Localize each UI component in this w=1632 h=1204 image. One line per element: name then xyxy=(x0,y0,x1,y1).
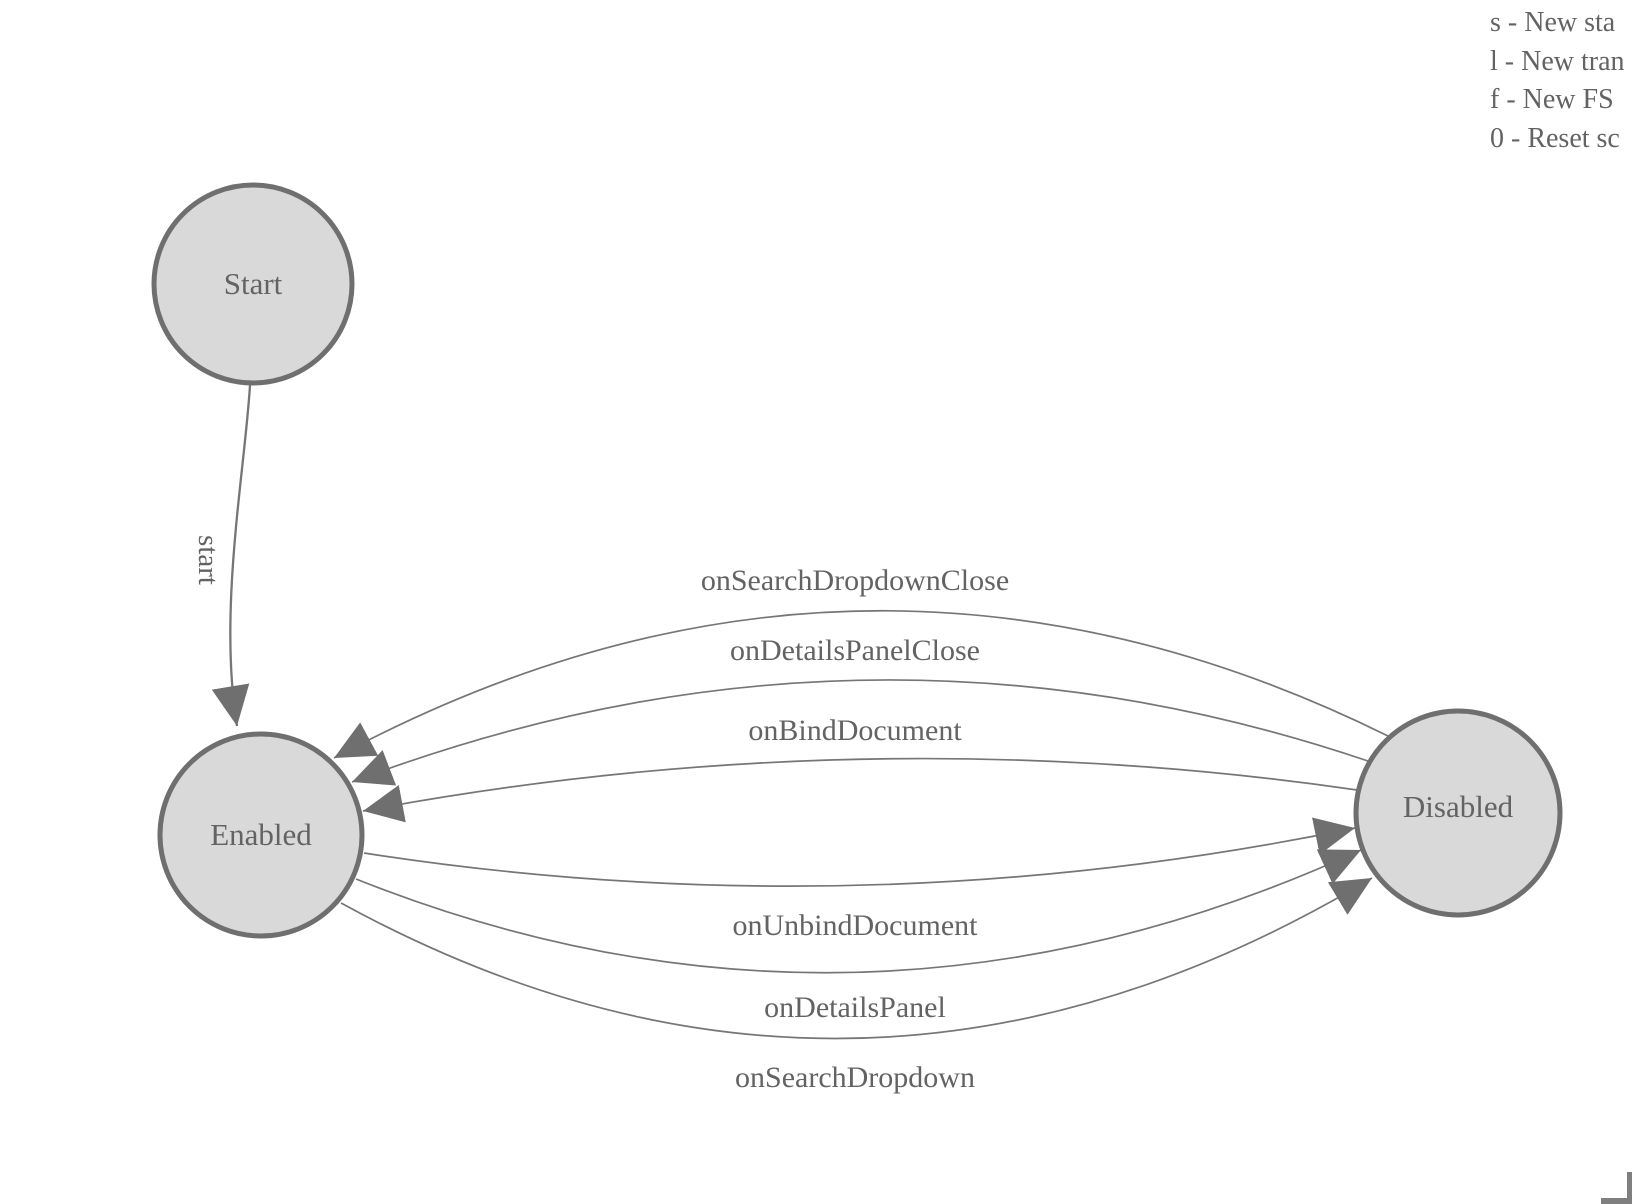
edge-on-unbind-document-path[interactable] xyxy=(363,817,1356,887)
edge-on-search-dropdown-close-path[interactable] xyxy=(333,609,1389,759)
edge-on-details-panel-close-label: onDetailsPanelClose xyxy=(730,634,980,667)
legend-line-new-fsm: f - New FS xyxy=(1490,84,1614,115)
edge-on-search-dropdown[interactable]: onSearchDropdown xyxy=(340,877,1373,1094)
node-enabled[interactable]: Enabled xyxy=(157,731,365,939)
edge-on-details-panel-label: onDetailsPanel xyxy=(764,991,946,1024)
edge-on-unbind-document[interactable]: onUnbindDocument xyxy=(363,817,1356,942)
node-disabled-circle[interactable] xyxy=(1353,708,1563,918)
edge-on-details-panel[interactable]: onDetailsPanel xyxy=(355,849,1362,1024)
edge-on-bind-document-label: onBindDocument xyxy=(748,714,962,747)
edge-on-search-dropdown-path[interactable] xyxy=(340,877,1373,1040)
edge-on-details-panel-close-path[interactable] xyxy=(351,679,1369,786)
node-start[interactable]: Start xyxy=(151,182,355,386)
node-start-label: Start xyxy=(224,266,283,301)
node-start-circle[interactable] xyxy=(151,182,355,386)
edge-on-bind-document[interactable]: onBindDocument xyxy=(362,714,1358,823)
edge-on-details-panel-path[interactable] xyxy=(355,849,1362,974)
legend-line-reset: 0 - Reset sc xyxy=(1490,122,1620,154)
edge-on-search-dropdown-label: onSearchDropdown xyxy=(735,1061,975,1094)
edge-start-label: start xyxy=(192,535,224,585)
edge-on-details-panel-close[interactable]: onDetailsPanelClose xyxy=(351,634,1369,786)
legend: s - New sta l - New tran f - New FS 0 - … xyxy=(1490,4,1625,158)
node-enabled-circle[interactable] xyxy=(157,731,365,939)
edge-start-to-enabled[interactable]: start xyxy=(192,384,252,727)
offscreen-element-corner xyxy=(1601,1172,1632,1204)
legend-line-new-state: s - New sta xyxy=(1490,7,1616,38)
edge-on-unbind-document-label: onUnbindDocument xyxy=(733,909,979,942)
edge-start-path[interactable] xyxy=(211,384,252,727)
edge-on-search-dropdown-close-label: onSearchDropdownClose xyxy=(701,564,1009,597)
node-disabled-label: Disabled xyxy=(1403,789,1514,824)
legend-line-new-transition: l - New tran xyxy=(1490,45,1625,77)
edge-on-search-dropdown-close[interactable]: onSearchDropdownClose xyxy=(333,564,1389,759)
node-disabled[interactable]: Disabled xyxy=(1353,708,1563,918)
edge-on-bind-document-path[interactable] xyxy=(362,757,1358,823)
node-enabled-label: Enabled xyxy=(210,817,312,852)
